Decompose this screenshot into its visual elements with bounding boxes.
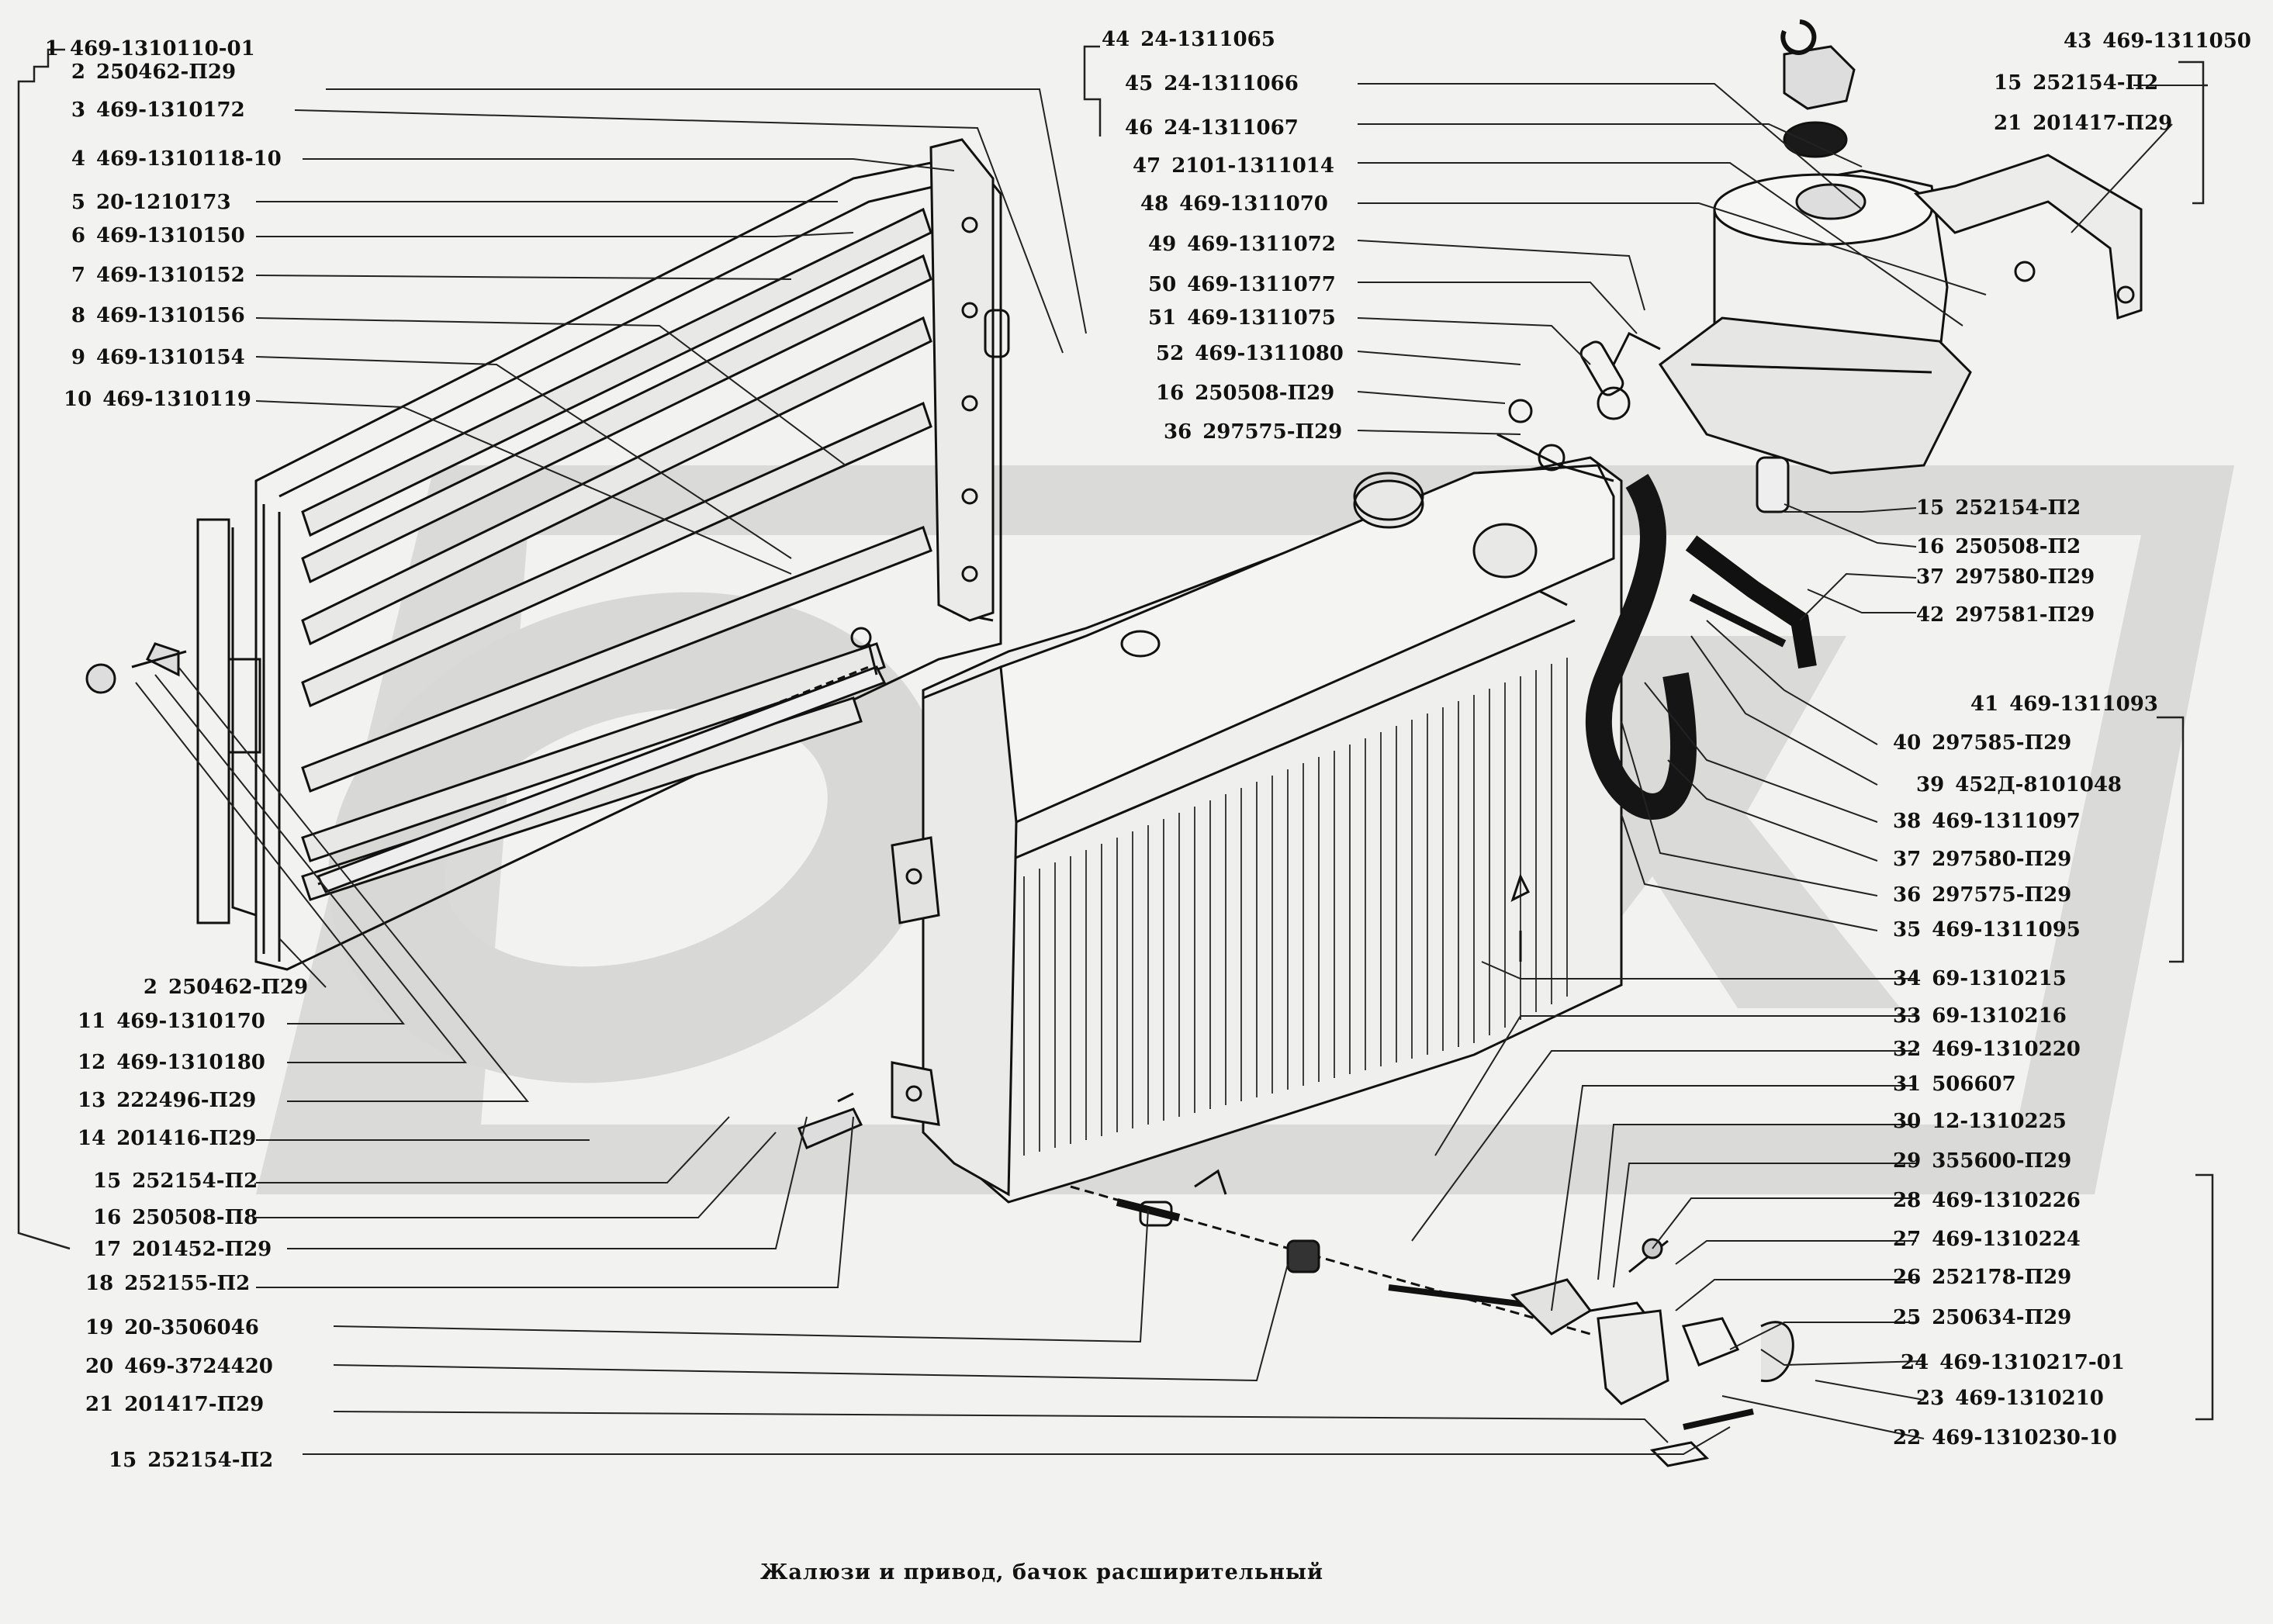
overflow-hose [1496, 331, 1817, 962]
leader-lines [135, 83, 2203, 1455]
bracket-lines [17, 45, 2214, 1421]
radiator-core [1023, 658, 1568, 1156]
figure-caption: Жалюзи и привод, бачок расширительный [760, 1560, 1324, 1584]
shutter-frame [85, 138, 1010, 971]
cable-drive [797, 1092, 1794, 1467]
radiator [891, 456, 1623, 1204]
shutter-slats [301, 207, 932, 901]
long-rod [316, 627, 887, 893]
